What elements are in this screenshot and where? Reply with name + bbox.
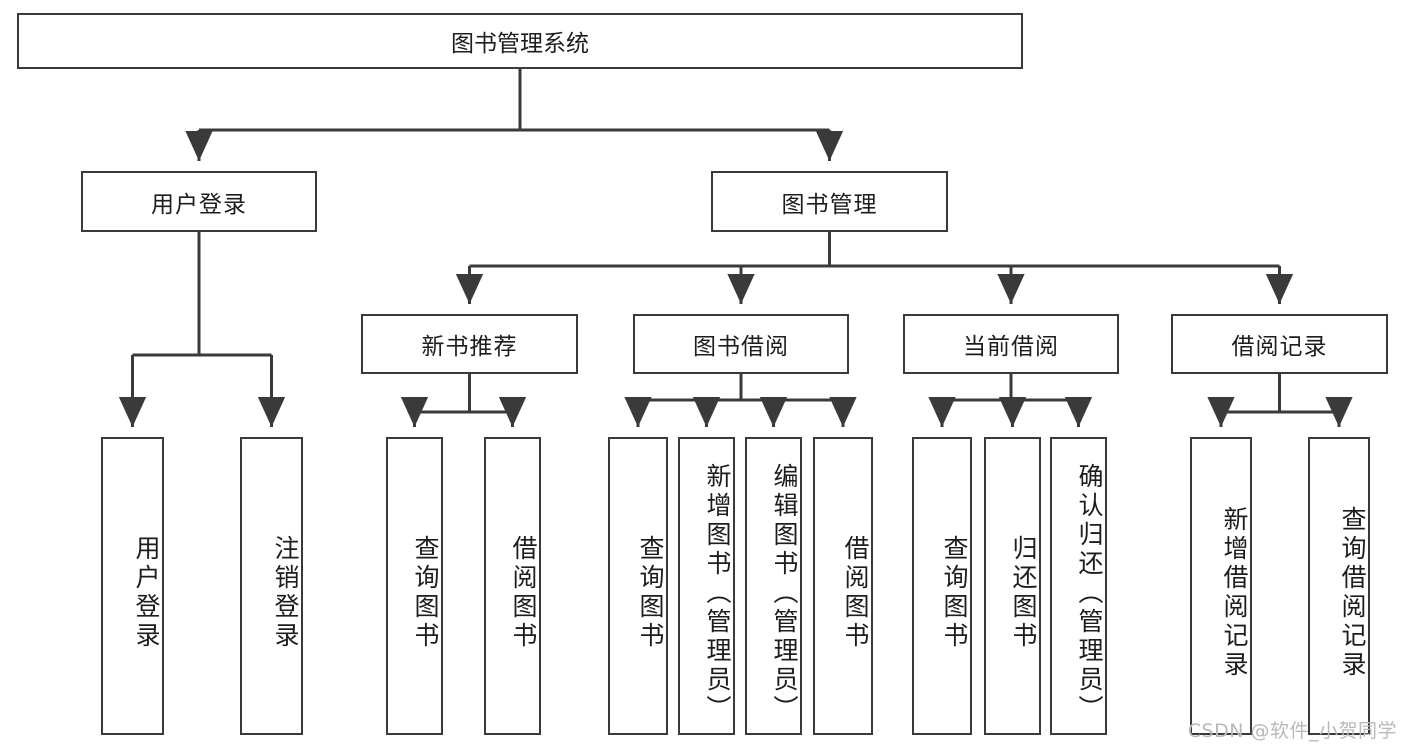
node-borrow-record[interactable]: 借阅记录	[1171, 314, 1388, 374]
node-label: 用户登录	[151, 191, 247, 218]
node-user-login[interactable]: 用户登录	[81, 171, 317, 232]
node-leaf-add-record[interactable]: 新增借阅记录	[1190, 437, 1252, 735]
node-leaf-return-book[interactable]: 归还图书	[984, 437, 1041, 735]
node-leaf-borrow-book-2[interactable]: 借阅图书	[813, 437, 873, 735]
node-leaf-query-book-1[interactable]: 查询图书	[386, 437, 443, 735]
node-label: 归还图书	[1009, 535, 1038, 651]
node-leaf-user-login[interactable]: 用户登录	[101, 437, 164, 735]
node-label: 查询借阅记录	[1338, 506, 1367, 680]
node-label: 借阅图书	[509, 535, 538, 651]
node-label: 用户登录	[132, 535, 161, 651]
node-label: 确认归还（管理员）	[1075, 462, 1104, 724]
node-leaf-query-book-2[interactable]: 查询图书	[608, 437, 668, 735]
node-label: 查询图书	[411, 535, 440, 651]
node-label: 查询图书	[940, 535, 969, 651]
node-current-borrow[interactable]: 当前借阅	[903, 314, 1119, 374]
node-label: 借阅记录	[1231, 334, 1328, 360]
watermark-label: CSDN @软件_小贺同学	[1187, 720, 1397, 742]
node-label: 图书管理	[781, 191, 878, 218]
node-leaf-add-book[interactable]: 新增图书（管理员）	[678, 437, 735, 735]
node-label: 新书推荐	[421, 334, 518, 360]
node-label: 注销登录	[271, 535, 300, 651]
node-label: 查询图书	[636, 535, 665, 651]
node-leaf-user-logout[interactable]: 注销登录	[240, 437, 303, 735]
node-leaf-borrow-book-1[interactable]: 借阅图书	[484, 437, 541, 735]
node-label: 图书借阅	[693, 334, 789, 360]
node-new-book-rec[interactable]: 新书推荐	[361, 314, 578, 374]
node-label: 借阅图书	[841, 535, 870, 651]
node-label: 编辑图书（管理员）	[770, 462, 799, 724]
node-book-manage[interactable]: 图书管理	[711, 171, 948, 232]
node-label: 新增借阅记录	[1220, 506, 1249, 680]
node-label: 当前借阅	[963, 334, 1059, 360]
node-leaf-query-record[interactable]: 查询借阅记录	[1308, 437, 1370, 735]
node-leaf-query-book-3[interactable]: 查询图书	[912, 437, 972, 735]
node-root[interactable]: 图书管理系统	[17, 13, 1023, 69]
node-label: 图书管理系统	[451, 31, 589, 57]
node-label: 新增图书（管理员）	[703, 462, 732, 724]
node-book-borrow[interactable]: 图书借阅	[633, 314, 849, 374]
node-leaf-edit-book[interactable]: 编辑图书（管理员）	[745, 437, 802, 735]
node-leaf-confirm-return[interactable]: 确认归还（管理员）	[1050, 437, 1107, 735]
